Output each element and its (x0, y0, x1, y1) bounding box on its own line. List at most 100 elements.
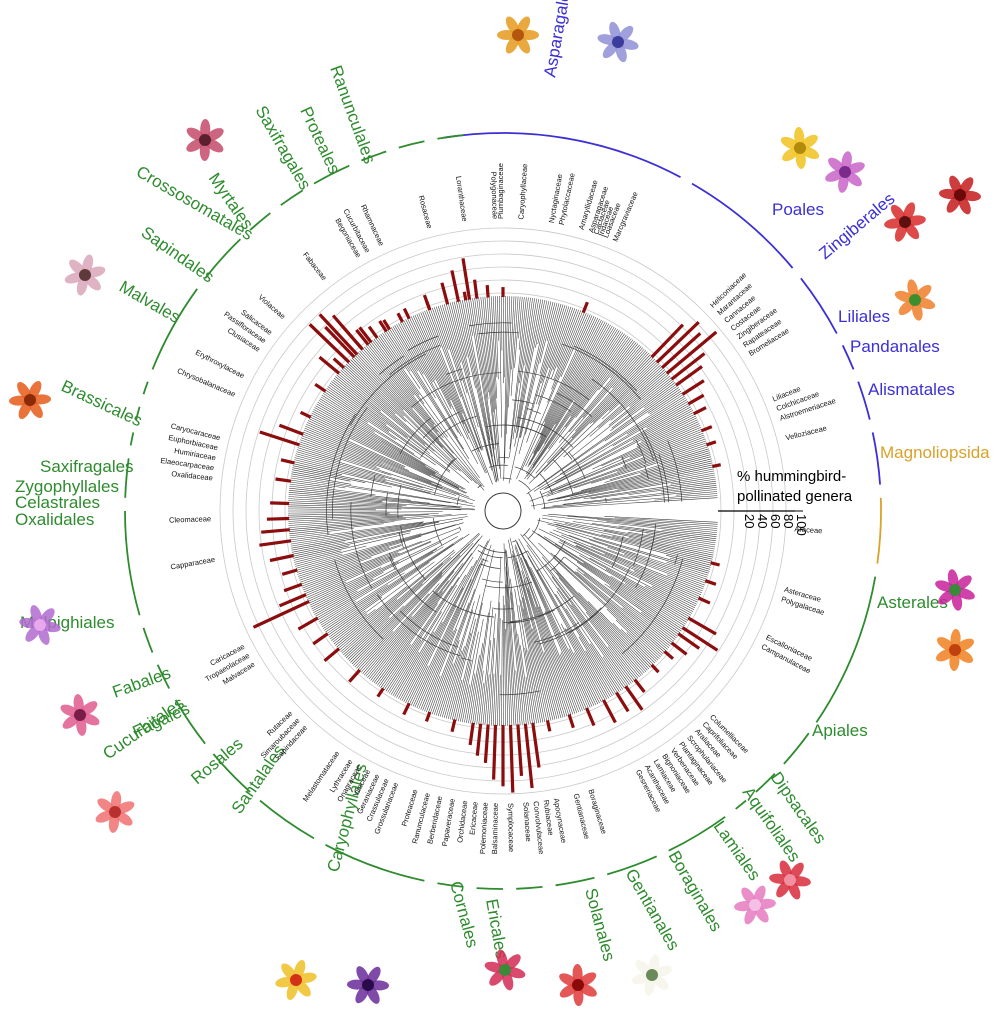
tree-branch (368, 342, 435, 425)
tree-node-arc (539, 490, 546, 509)
tree-branch (527, 650, 542, 723)
tree-branch (508, 296, 515, 408)
tree-branch (351, 357, 404, 411)
tree-branch (524, 648, 537, 724)
tree-branch (324, 391, 397, 440)
tree-branch (508, 300, 550, 484)
red-heliconia-photo (884, 202, 926, 242)
tree-branch (387, 329, 464, 450)
tree-branch (570, 468, 714, 498)
tree-branch (343, 583, 423, 656)
tree-branch (576, 571, 670, 649)
tree-node-arc (527, 517, 541, 540)
tree-branch (488, 637, 496, 726)
tree-branch (525, 318, 600, 467)
tree-branch (646, 402, 690, 429)
tree-branch (505, 551, 519, 726)
tree-branch (597, 519, 718, 531)
tree-branch (556, 590, 624, 690)
tree-branch (520, 301, 554, 438)
percentage-bar (318, 313, 359, 356)
tree-branch (526, 576, 576, 714)
petal (795, 149, 806, 169)
tree-branch (320, 396, 421, 460)
tree-branch (624, 583, 689, 621)
tree-branch (362, 348, 454, 454)
tree-branch (317, 401, 426, 466)
tree-branch (385, 556, 474, 692)
tree-branch (503, 543, 511, 726)
tree-branch (396, 324, 459, 433)
tree-branch (335, 376, 428, 451)
tree-branch (544, 327, 617, 444)
tree-branch (390, 611, 442, 695)
tree-branch (555, 594, 618, 694)
tree-branch (365, 345, 438, 433)
tree-branch (345, 363, 461, 472)
order-label-alismatales: Alismatales (868, 380, 955, 399)
red-lamiales-photo (769, 860, 811, 900)
order-arc (857, 381, 871, 420)
tree-branch (567, 515, 718, 529)
flower-center (612, 36, 624, 48)
tree-branch (610, 343, 639, 378)
tree-branch (315, 405, 436, 474)
tree-branch (488, 296, 502, 479)
tree-branch (506, 550, 523, 726)
order-arc (204, 238, 242, 279)
tree-branch (540, 319, 602, 439)
tree-branch (549, 531, 700, 599)
percentage-bar (378, 320, 388, 333)
tree-branch (412, 315, 486, 474)
tree-branch (566, 628, 606, 701)
tree-branch (547, 430, 703, 494)
tree-branch (378, 603, 438, 687)
family-label-solanaceae: Solanaceae (521, 802, 533, 842)
flower-center (512, 29, 524, 41)
tree-branch (370, 580, 449, 681)
tree-branch (295, 553, 343, 567)
tree-branch (291, 525, 425, 551)
tree-branch (514, 588, 535, 724)
tree-branch (291, 471, 329, 479)
tree-branch (363, 346, 483, 487)
percentage-bar (382, 319, 391, 331)
tree-branch (539, 302, 556, 364)
family-label-balsaminaceae: Balsaminaceae (490, 803, 500, 854)
tree-branch (437, 601, 475, 717)
tree-branch (618, 525, 717, 540)
order-arc (259, 799, 315, 840)
percentage-bar (705, 440, 717, 447)
petal (961, 190, 981, 202)
tree-branch (536, 305, 568, 405)
tree-branch (554, 543, 685, 627)
tree-branch (288, 494, 383, 502)
tree-branch (516, 561, 560, 719)
tree-branch (464, 618, 484, 723)
tree-branch (519, 547, 591, 708)
tree-node-arc (621, 456, 627, 469)
percentage-bar (567, 714, 575, 729)
tree-branch (560, 652, 585, 711)
tree-branch (484, 674, 490, 726)
tree-branch (314, 407, 464, 490)
percentage-bar (324, 325, 356, 359)
tree-branch (291, 473, 352, 485)
tree-branch (294, 457, 387, 482)
tree-node-arc (433, 517, 443, 546)
pink-fabales-photo (60, 694, 100, 736)
tree-branch (422, 558, 485, 711)
tree-branch (308, 531, 461, 604)
tree-node-arc (407, 335, 439, 351)
tree-branch (599, 611, 653, 667)
tree-branch (555, 523, 712, 564)
tree-node-arc (568, 567, 630, 634)
tree-branch (464, 299, 491, 441)
tree-branch (509, 297, 529, 458)
tree-branch (332, 379, 408, 438)
tree-branch (462, 684, 470, 723)
tree-branch (367, 344, 444, 438)
percentage-bar (585, 707, 596, 727)
tree-branch (620, 366, 663, 405)
tree-branch (606, 603, 664, 655)
